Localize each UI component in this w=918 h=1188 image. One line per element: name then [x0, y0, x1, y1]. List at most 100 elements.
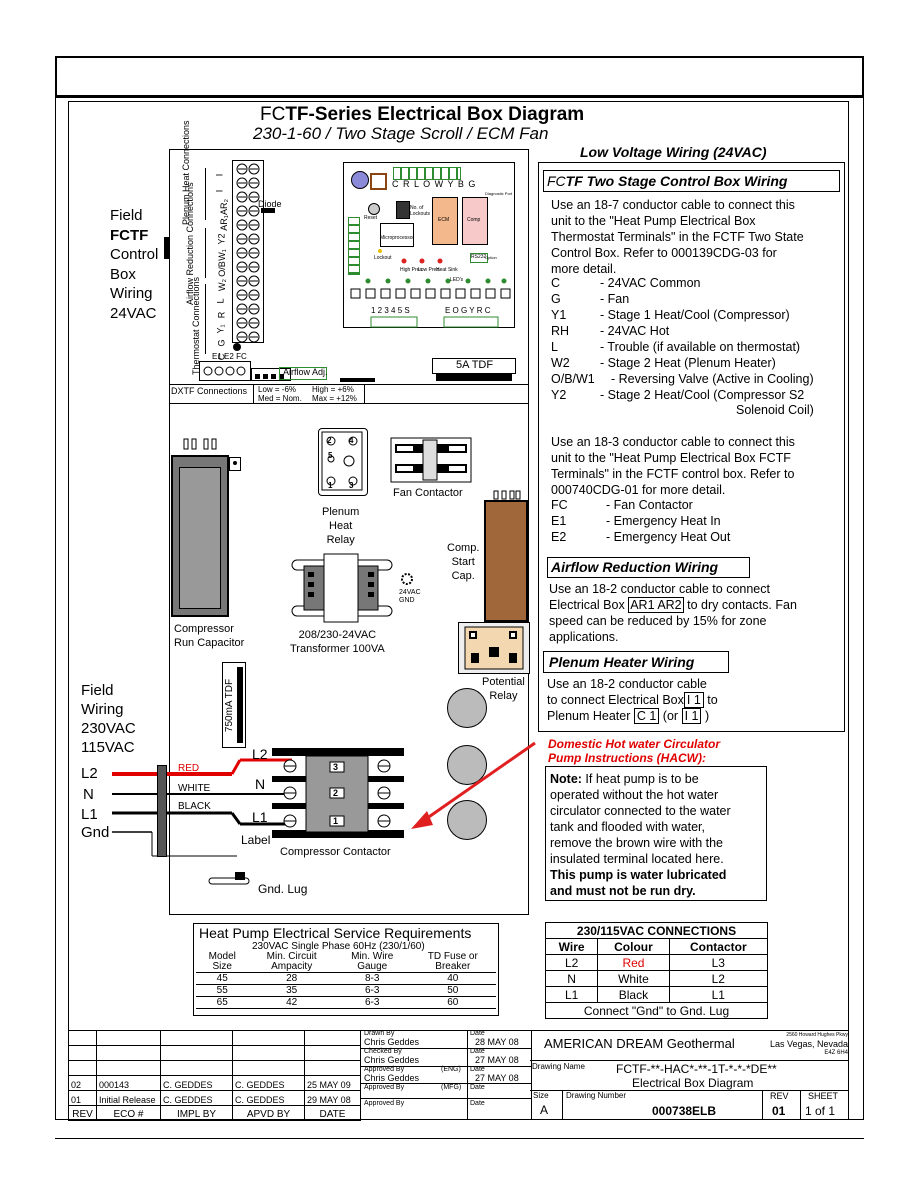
setting-max: Max = +12%	[312, 394, 357, 403]
drawn-by-name: Chris Geddes	[364, 1037, 420, 1047]
terminal-screws	[236, 163, 260, 343]
run-cap-label: Compressor Run Capacitor	[174, 622, 244, 650]
conn-r1c0: N	[544, 970, 599, 987]
rev-empty-0-4	[304, 1030, 361, 1046]
potential-relay-l2: Relay	[489, 690, 518, 702]
run-cap-terminal-drawing	[183, 438, 217, 450]
term-label-2: AR₂	[219, 199, 229, 215]
wire-white-label: WHITE	[178, 783, 211, 794]
appr-mfg-date-label: Date	[470, 1084, 485, 1091]
small-terminal-screws	[203, 366, 246, 376]
line-l1-label: L1	[81, 806, 98, 823]
board-ecm-label: ECM	[438, 217, 450, 223]
fc-line2: FCTF	[110, 226, 149, 244]
start-cap-label: Comp. Start Cap.	[447, 541, 479, 583]
airflow-l4: applications.	[549, 630, 619, 644]
para1-l3: Thermostat Terminals" in the FCTF Two St…	[551, 230, 804, 244]
term-label-3: AR₁	[218, 215, 229, 231]
fan-contactor-drawing	[390, 437, 472, 483]
run-cap-label-strip	[179, 467, 221, 609]
relay-term-1: 1	[328, 481, 333, 490]
para2-l3: Terminals" in the FCTF control box. Refe…	[551, 467, 795, 481]
terms1-v0: - 24VAC Common	[600, 276, 701, 290]
size-label: Size	[533, 1091, 549, 1100]
plenum-l3c: )	[704, 709, 710, 723]
para1-l2: unit to the "Heat Pump Electrical Box	[551, 214, 756, 228]
board-reset	[368, 203, 380, 215]
group-bracket-2	[205, 228, 206, 278]
wire-black-label: BLACK	[178, 801, 211, 812]
conn-r2c1: Black	[597, 986, 670, 1003]
plug-circle-2	[447, 745, 487, 785]
appr-eng-date-label: Date	[470, 1066, 485, 1073]
compressor-contactor-label: Compressor Contactor	[280, 846, 391, 858]
terms1-v7: - Stage 2 Heat/Cool (Compressor S2	[600, 388, 805, 402]
airflow-l2b: to dry contacts. Fan	[687, 598, 797, 612]
compressor-contactor-drawing	[272, 748, 404, 838]
airflow-adj-label: Airflow Adj.	[283, 367, 328, 377]
conn-h2: Contactor	[668, 938, 769, 955]
plenum-relay: 2 4 5 1 3	[318, 428, 368, 496]
fc-line3: Control	[110, 246, 159, 263]
req-h3b: Breaker	[435, 961, 471, 972]
terms1-list: C- 24VAC Common G- Fan Y1- Stage 1 Heat/…	[551, 276, 841, 417]
company-area: AMERICAN DREAM Geothermal 2560 Howard Hu…	[530, 1030, 849, 1120]
appr-mfg-tag: (MFG)	[441, 1084, 462, 1091]
conn-h1: Colour	[597, 938, 670, 955]
board-top-terminals: C R L O W Y B G	[392, 179, 477, 189]
terms1-k4: L	[551, 340, 558, 354]
req-h3a: TD Fuse or	[427, 951, 478, 962]
plug-circle-3	[447, 800, 487, 840]
rev-r1c3: C. GEDDES	[232, 1090, 305, 1106]
plenum-relay-l1: Plenum	[322, 506, 360, 518]
drawing-name-label: Drawing Name	[532, 1062, 585, 1071]
airflow-l2a: Electrical Box	[549, 598, 625, 612]
start-cap-terminal-drawing	[493, 490, 521, 500]
footer-rule	[55, 1138, 864, 1139]
hacw-note-label: Note:	[550, 772, 582, 786]
term-label-8: L	[215, 298, 226, 304]
setting-high: High = +6%	[312, 385, 354, 394]
hacw-l1-text: If heat pump is to be	[581, 772, 699, 786]
transformer-l1: 208/230-24VAC	[298, 629, 377, 641]
start-cap-l2: Start	[451, 556, 475, 568]
rev-r0c1: 000143	[96, 1075, 161, 1091]
plenum-l3: Plenum Heater C 1 (or I 1 )	[547, 708, 718, 724]
plenum-relay-l3: Relay	[326, 534, 355, 546]
rev-empty-2-0	[68, 1060, 97, 1076]
fw-line3: 230VAC	[81, 720, 136, 737]
control-box-title-box	[543, 170, 840, 192]
airflow-adj-pins	[255, 374, 284, 379]
rev-h2: IMPL BY	[160, 1105, 233, 1121]
gnd-lug	[207, 872, 255, 886]
transformer-label: 208/230-24VAC Transformer 100VA	[290, 628, 385, 656]
hacw-l3: circulator connected to the water	[550, 804, 731, 818]
line-gnd-label: Gnd	[81, 824, 110, 841]
run-cap-l1: Compressor	[174, 623, 234, 635]
checked-date: 27 MAY 08	[475, 1055, 519, 1065]
company-name: AMERICAN DREAM Geothermal	[544, 1036, 735, 1051]
company-address: 2560 Howard Hughes Pkwy Las Vegas, Nevad…	[762, 1031, 848, 1058]
plenum-l2a: to connect Electrical Box	[547, 693, 684, 707]
terminal-labels: I I AR₂ AR₁ Y2 W₁ O/B W₂ L R Y₁ G C	[214, 160, 232, 361]
plenum-text: Use an 18-2 conductor cable to connect E…	[547, 676, 718, 724]
appr-eng-label: Approved By	[364, 1066, 405, 1073]
hacw-l8: and must not be run dry.	[550, 884, 696, 898]
board-top-block	[393, 167, 461, 180]
req-r0c2: 8-3	[364, 973, 380, 984]
contactor-term-2: 2	[333, 788, 339, 798]
term-label-11: G	[216, 339, 227, 347]
appr-row-2	[361, 1048, 531, 1067]
term-label-10: Y₁	[215, 324, 226, 334]
terms2-v2: - Emergency Heat Out	[606, 530, 731, 544]
start-cap-body	[484, 500, 528, 622]
field-control-label: Field FCTF Control Box Wiring 24VAC	[110, 206, 158, 323]
field-wiring-label: Field Wiring 230VAC 115VAC	[81, 681, 136, 757]
terms2-v0: - Fan Contactor	[606, 498, 693, 512]
req-h1b: Ampacity	[271, 961, 313, 972]
plenum-title-box	[543, 651, 729, 673]
board-lockout-display	[396, 201, 410, 219]
size-col-divider	[562, 1090, 563, 1120]
start-cap-terminals	[492, 488, 522, 500]
